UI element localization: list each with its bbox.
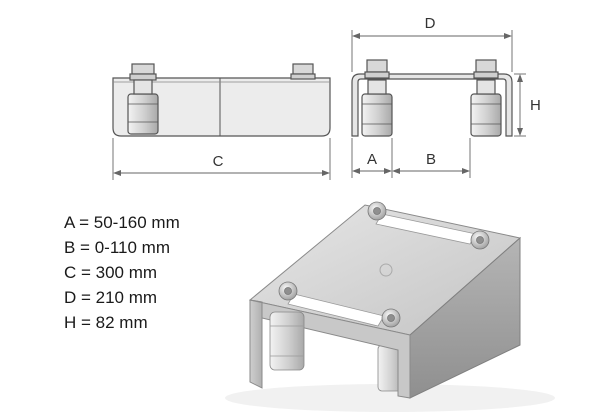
dimension-label-b: B [426, 151, 436, 168]
dimension-label-c: C [213, 153, 224, 170]
dimension-label-a: A [367, 151, 377, 168]
dimension-c-lines [112, 138, 331, 180]
dimension-label-d: D [425, 15, 436, 32]
front-view-drawing [351, 59, 513, 137]
dimension-d-lines [351, 30, 513, 72]
dimension-ab-lines [351, 138, 471, 178]
bracket-3d-render [225, 204, 555, 412]
spec-b: B = 0-110 mm [64, 238, 170, 257]
spec-a: A = 50-160 mm [64, 213, 180, 232]
spec-h: H = 82 mm [64, 313, 148, 332]
dimension-h-lines [514, 73, 526, 137]
dimension-spec-list: A = 50-160 mm B = 0-110 mm C = 300 mm D … [64, 210, 180, 335]
bracket-nuts [278, 201, 490, 328]
spec-c: C = 300 mm [64, 263, 158, 282]
dimension-label-h: H [530, 97, 541, 114]
spec-d: D = 210 mm [64, 288, 158, 307]
side-view-drawing [112, 63, 331, 137]
